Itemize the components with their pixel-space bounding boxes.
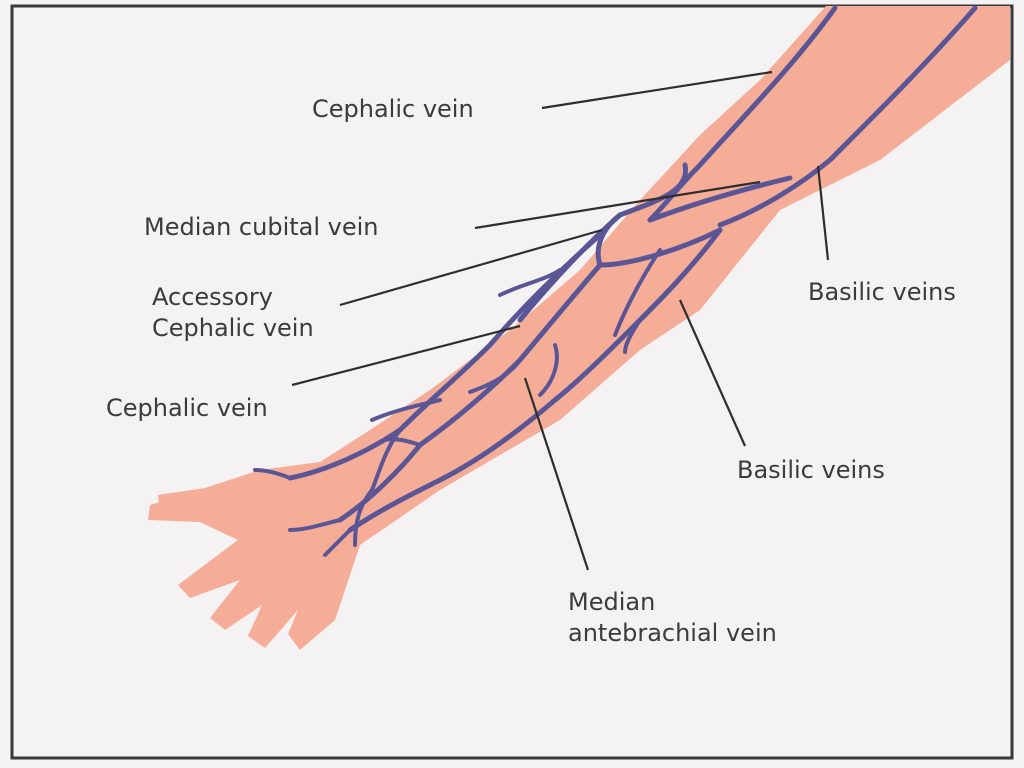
leader-cephalic-upper (541, 70, 773, 110)
vein-branch (383, 437, 422, 447)
vein-branch (253, 468, 292, 480)
leader-lines (291, 70, 830, 571)
thumb (148, 488, 205, 522)
label-accessory-cephalic-line2: Cephalic vein (152, 314, 314, 342)
label-median-antebrachial-line2: antebrachial vein (568, 619, 777, 647)
leader-basilic-upper (816, 165, 830, 261)
basilic-vein-upper-path (717, 5, 978, 228)
leader-basilic-lower (678, 299, 747, 447)
vein-branch (370, 398, 442, 422)
cubital-loop (595, 162, 723, 268)
vein-branch (353, 488, 374, 547)
label-median-antebrachial-line1: Median (568, 588, 655, 616)
median-cubital-path (647, 175, 793, 223)
vein-branch (498, 268, 562, 297)
leader-accessory-cephalic (339, 228, 603, 307)
accessory-cephalic-path (517, 212, 623, 323)
vein-branch (323, 528, 352, 557)
label-cephalic-vein-upper: Cephalic vein (312, 95, 474, 123)
vein-branch (623, 318, 642, 354)
leader-median-cubital (474, 180, 761, 230)
cephalic-vein-forearm-path (287, 232, 603, 481)
median-antebrachial-path (337, 262, 603, 523)
leader-cephalic-lower (291, 324, 521, 387)
vein-branch (613, 248, 662, 337)
vein-branch (468, 358, 522, 394)
label-median-cubital-vein: Median cubital vein (144, 213, 379, 241)
vein-branch (538, 343, 559, 397)
label-accessory-cephalic-line1: Accessory (152, 283, 273, 311)
leader-median-antebrachial (523, 377, 590, 571)
label-basilic-veins-upper: Basilic veins (808, 278, 956, 306)
vein-network (253, 5, 978, 557)
basilic-vein-forearm-path (347, 227, 723, 533)
cephalic-vein-upper-path (647, 5, 838, 223)
diagram-frame (10, 4, 1014, 760)
vein-branch (370, 428, 402, 492)
label-basilic-veins-lower: Basilic veins (737, 456, 885, 484)
vein-branch (288, 518, 342, 532)
label-cephalic-vein-lower: Cephalic vein (106, 394, 268, 422)
labels: Cephalic vein Median cubital vein Access… (106, 95, 956, 647)
